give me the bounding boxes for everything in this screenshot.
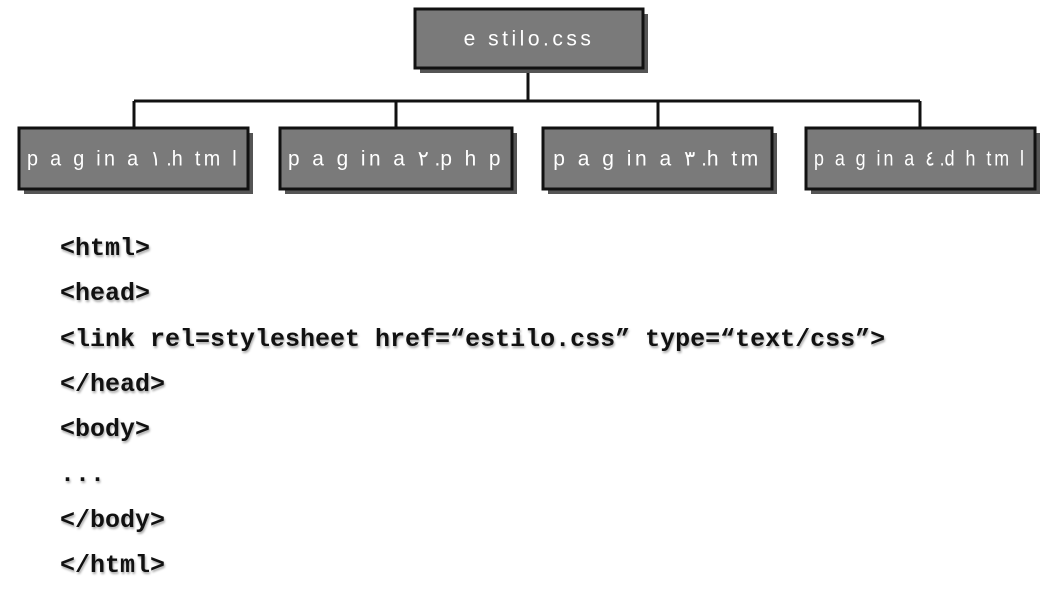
child-node-pagina4-dhtml: p a g in a ٤ .d h tm l [804,126,1040,194]
code-line-body-close: </body> [60,505,166,535]
child-node-pagina1-html: p a g in a ١ .h tm l [17,126,253,194]
html-code-listing: <html> <head> <link rel=stylesheet href=… [60,232,885,594]
code-line-body-open: <body> [60,415,151,445]
child-node-pagina4-dhtml-label: p a g in a ٤ .d h tm l [814,148,1027,171]
child-node-pagina4-dhtml-box [804,126,1037,191]
code-line-head-open: <head> [60,279,151,309]
code-line-link-stylesheet: <link rel=stylesheet href=“estilo.css” t… [60,324,886,354]
code-line-ellipsis: ... [60,460,106,490]
child-node-pagina2-php: p a g in a ٢ .p h p [278,126,517,194]
root-node-estilo-css-label: e stilo.css [464,28,595,51]
tree-connectors [132,68,922,128]
child-node-pagina2-php-box [278,126,514,191]
tree-nodes: e stilo.css p a g in a ١ .h tm l p a g in … [17,7,1040,194]
child-node-pagina3-htm: p a g in a ٣ .h tm [541,126,777,194]
code-line-html-open: <html> [60,234,151,263]
root-node-estilo-css-box [413,7,645,70]
root-node-estilo-css: e stilo.css [413,7,648,73]
code-line-head-close: </head> [60,369,166,399]
child-node-pagina3-htm-label: p a g in a ٣ .h tm [553,148,762,171]
stylesheet-tree-diagram: e stilo.css p a g in a ١ .h tm l p a g in … [17,7,1040,194]
child-node-pagina2-php-label: p a g in a ٢ .p h p [288,148,504,171]
code-line-html-close: </html> [60,551,166,581]
child-node-pagina1-html-box [17,126,250,191]
child-node-pagina1-html-label: p a g in a ١ .h tm l [27,148,240,171]
child-node-pagina3-htm-box [541,126,774,191]
